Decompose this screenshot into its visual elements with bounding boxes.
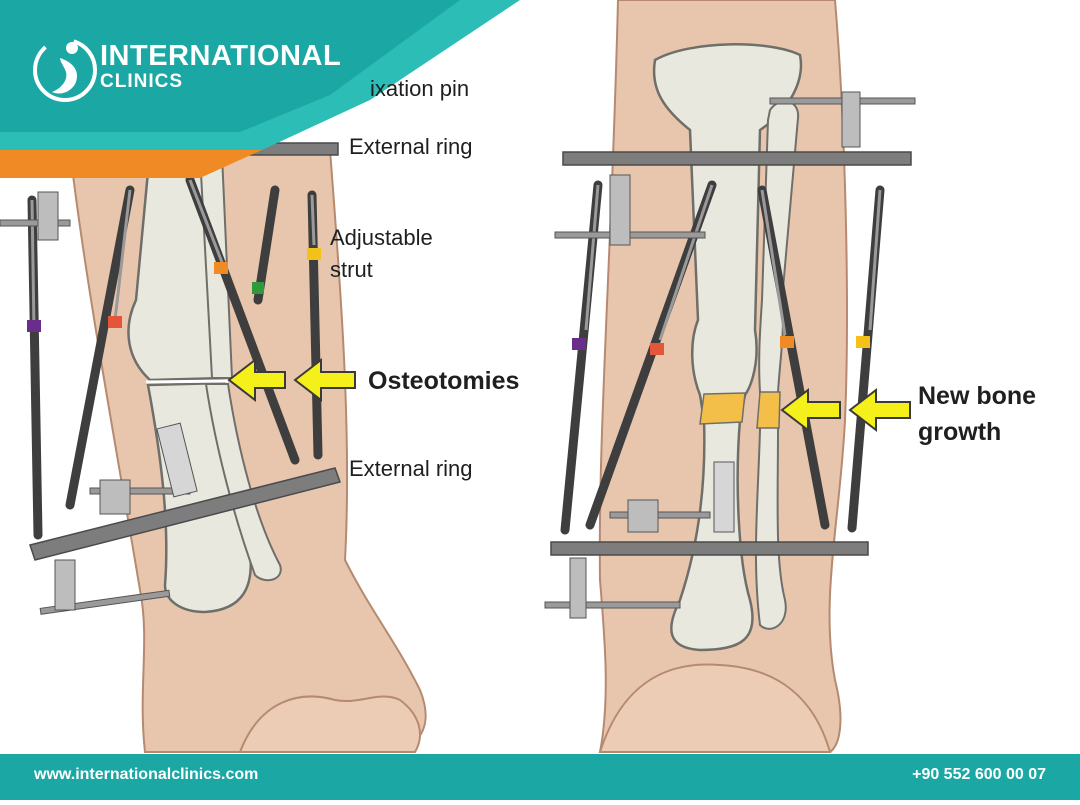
label-fixation-pin: ixation pin — [370, 76, 470, 101]
brand-banner — [0, 0, 520, 178]
left-external-ring-bottom — [29, 467, 341, 561]
label-adjustable-strut-line1: Adjustable — [330, 225, 433, 250]
right-foot — [598, 663, 832, 753]
right-tibia — [652, 43, 803, 652]
footer-bar: www.internationalclinics.com +90 552 600… — [0, 754, 1080, 800]
left-fibula-lower — [204, 383, 282, 582]
label-new-bone-growth-line2: growth — [918, 418, 1002, 446]
banner-orange-stripe — [0, 150, 262, 178]
left-leg-illustration — [0, 142, 427, 753]
label-external-ring-top: External ring — [349, 134, 473, 159]
new-bone-arrow-2 — [848, 387, 911, 433]
osteotomies-arrow-2 — [293, 357, 356, 403]
person-figure-logo-icon — [33, 38, 97, 102]
osteotomies-arrow-1 — [227, 357, 286, 403]
label-new-bone-growth-line1: New bone — [918, 382, 1037, 410]
footer-phone[interactable]: +90 552 600 00 07 — [912, 766, 1046, 783]
brand-name-line2: CLINICS — [100, 71, 183, 92]
new-bone-arrow-1 — [780, 387, 841, 433]
left-foot-toes — [238, 695, 421, 753]
new-bone-growth-tibia — [699, 392, 746, 425]
right-external-ring-top — [562, 151, 912, 166]
label-osteotomies: Osteotomies — [368, 367, 520, 395]
banner-teal — [0, 0, 460, 132]
footer-website-link[interactable]: www.internationalclinics.com — [34, 766, 259, 783]
label-external-ring-bottom: External ring — [349, 456, 473, 481]
right-leg-illustration — [544, 0, 916, 753]
brand-name-line1: INTERNATIONAL — [100, 40, 342, 72]
brand-name: INTERNATIONAL CLINICS — [100, 40, 341, 92]
right-external-ring-bottom — [550, 541, 869, 556]
new-bone-growth-fibula — [756, 391, 781, 429]
label-adjustable-strut-line2: strut — [330, 257, 373, 282]
